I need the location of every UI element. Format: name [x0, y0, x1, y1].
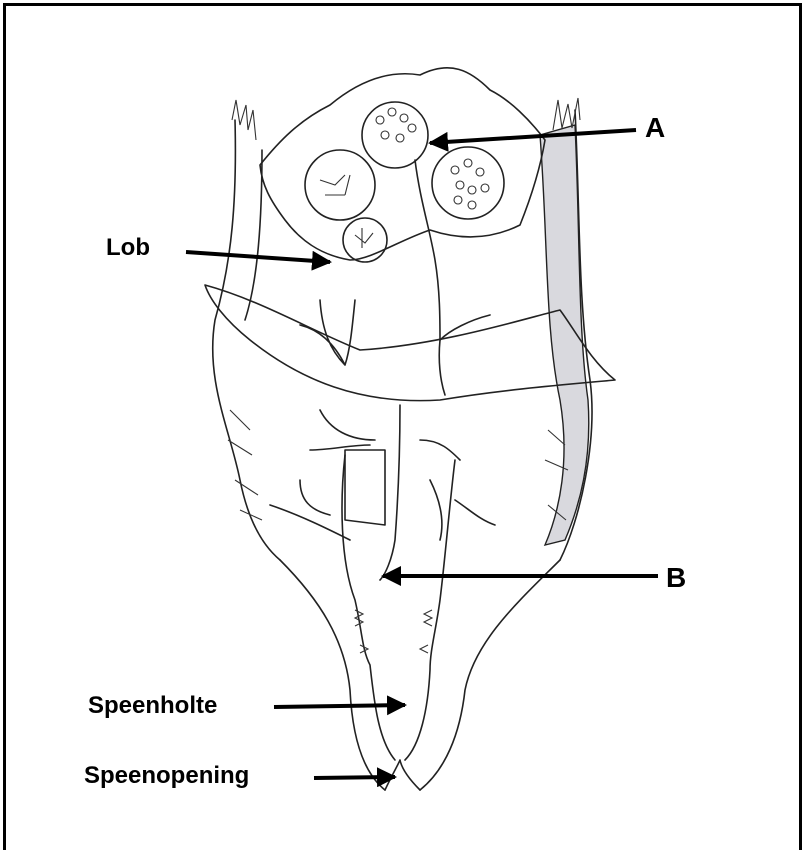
- lower-duct-box: [345, 450, 385, 525]
- cistern-right: [405, 460, 455, 760]
- alveoli-cluster-a: [362, 102, 428, 168]
- main-duct-top: [415, 160, 440, 340]
- duct-middle-left: [300, 300, 355, 365]
- label-b: B: [666, 564, 686, 592]
- duct-middle-right: [439, 315, 490, 395]
- lobe-branches: [320, 175, 373, 248]
- funnel-left: [280, 560, 385, 790]
- arrow-a: [430, 130, 636, 143]
- label-a: A: [645, 114, 665, 142]
- alveoli-cluster-right: [432, 147, 504, 219]
- teat-folds-right: [420, 610, 432, 653]
- arrow-speenholte: [274, 705, 405, 707]
- teat-opening: [385, 760, 420, 790]
- label-speenopening: Speenopening: [84, 764, 249, 788]
- arrow-speenopening: [314, 777, 395, 778]
- alveoli-dots: [376, 108, 489, 209]
- lower-duct-main: [380, 405, 400, 580]
- label-lob: Lob: [106, 236, 150, 260]
- lobe-small: [343, 218, 387, 262]
- shaded-wall: [540, 125, 589, 545]
- lower-duct-left: [270, 410, 375, 540]
- left-hair: [228, 410, 262, 520]
- lower-duct-right: [420, 440, 495, 540]
- label-speenholte: Speenholte: [88, 694, 217, 718]
- left-inner-wall: [245, 150, 262, 320]
- alveoli-cluster-left: [305, 150, 375, 220]
- cistern-left: [342, 455, 395, 760]
- left-outer-wall: [213, 120, 280, 560]
- upper-tissue: [260, 68, 545, 260]
